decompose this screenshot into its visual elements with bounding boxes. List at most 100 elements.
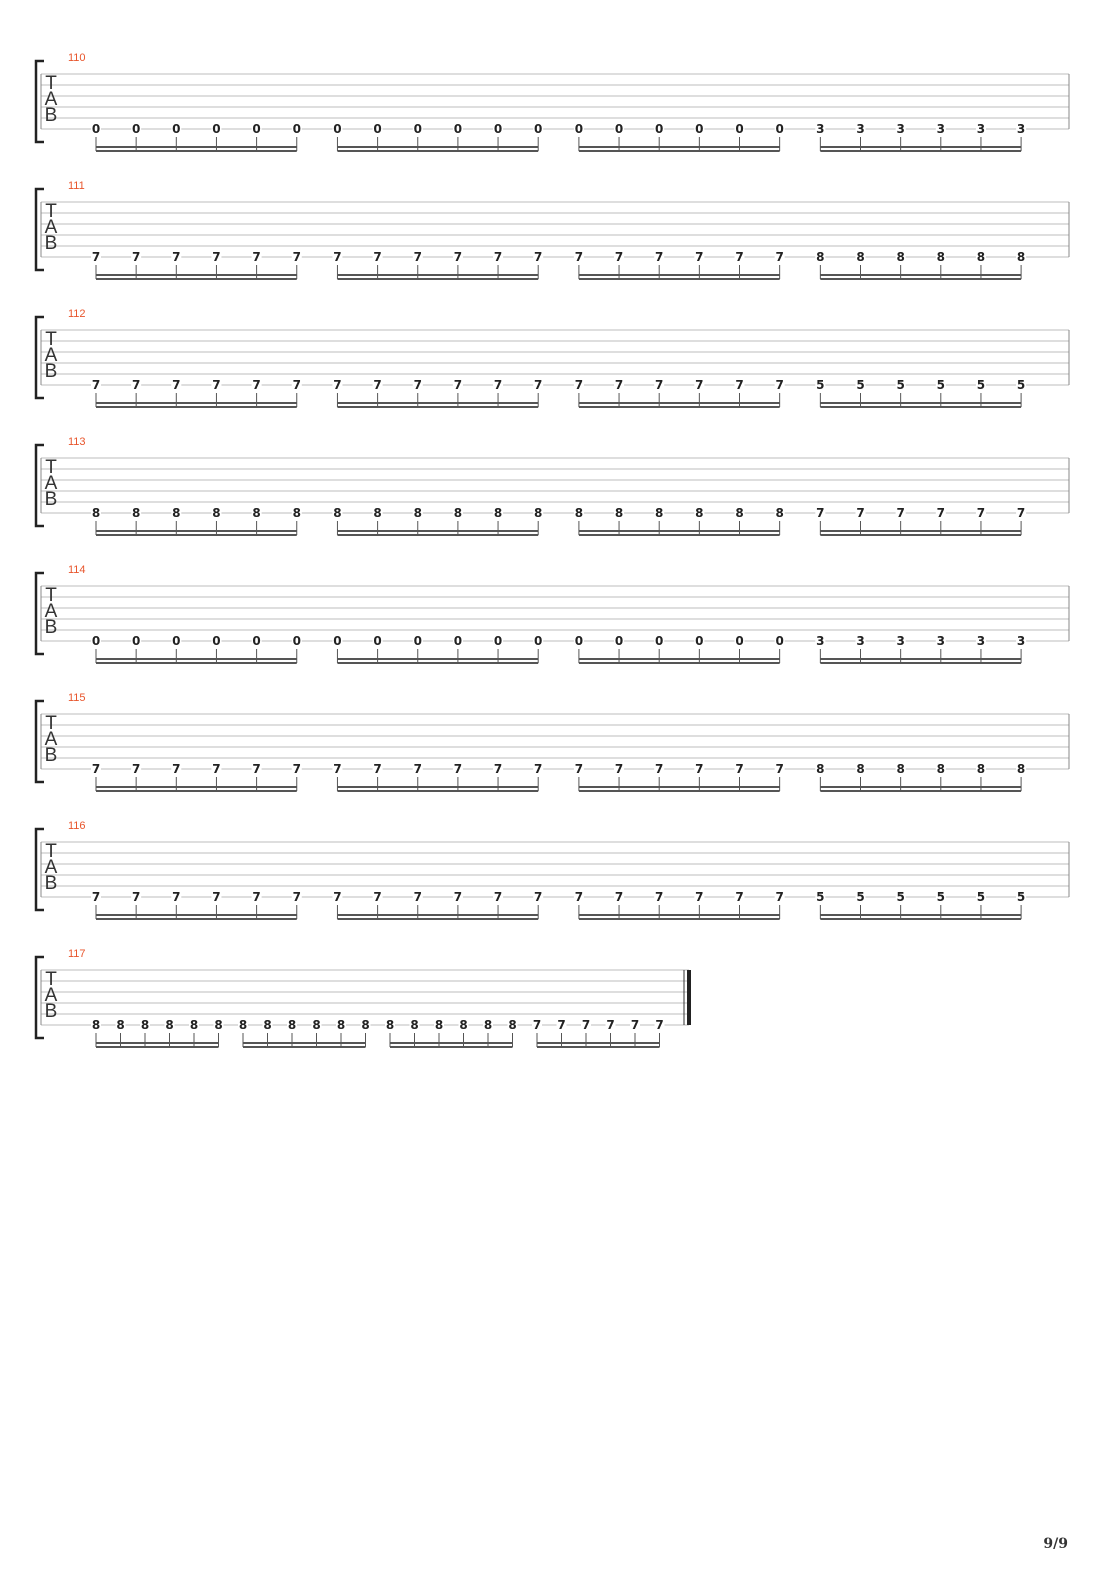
fret-backing: [694, 893, 705, 902]
fret-number: 0: [92, 634, 100, 648]
fret-number: 3: [1017, 634, 1025, 648]
fret-number: 0: [172, 122, 180, 136]
fret-number: 5: [1017, 890, 1025, 904]
fret-backing: [573, 381, 584, 390]
fret-number: 7: [655, 890, 663, 904]
fret-backing: [573, 253, 584, 262]
beam-secondary: [337, 278, 539, 280]
beam-secondary: [96, 278, 297, 280]
fret-number: 0: [775, 122, 783, 136]
fret-backing: [533, 765, 544, 774]
beam-primary: [820, 786, 1022, 788]
fret-number: 7: [252, 250, 260, 264]
beam-secondary: [820, 278, 1022, 280]
fret-number: 7: [735, 378, 743, 392]
fret-backing: [581, 1021, 591, 1030]
fret-backing: [855, 893, 866, 902]
fret-number: 7: [92, 378, 100, 392]
fret-number: 7: [896, 506, 904, 520]
beam-primary: [96, 146, 297, 148]
fret-backing: [131, 893, 142, 902]
beam-primary: [96, 274, 297, 276]
fret-backing: [287, 1021, 297, 1030]
fret-number: 7: [655, 762, 663, 776]
fret-backing: [131, 381, 142, 390]
tab-clef-b: B: [45, 105, 58, 126]
fret-backing: [311, 1021, 322, 1030]
beam-primary: [96, 658, 297, 660]
fret-number: 7: [373, 890, 381, 904]
fret-backing: [211, 637, 222, 646]
fret-backing: [493, 381, 504, 390]
tab-clef-b: B: [45, 233, 58, 254]
tab-clef-t: T: [45, 713, 57, 734]
fret-backing: [533, 509, 544, 518]
beam-secondary: [337, 790, 539, 792]
fret-number: 8: [575, 506, 583, 520]
fret-number: 7: [582, 1018, 590, 1032]
fret-number: 5: [1017, 378, 1025, 392]
fret-number: 7: [333, 250, 341, 264]
fret-backing: [91, 125, 101, 134]
fret-backing: [332, 253, 343, 262]
fret-backing: [1016, 125, 1027, 134]
beam-secondary: [337, 150, 539, 152]
beam-primary: [578, 402, 780, 404]
fret-backing: [291, 893, 302, 902]
beam-secondary: [820, 918, 1022, 920]
fret-backing: [91, 893, 101, 902]
tab-clef-t: T: [45, 73, 57, 94]
system-bracket: [34, 571, 44, 656]
beam-primary: [337, 914, 539, 916]
fret-number: 7: [494, 378, 502, 392]
fret-backing: [895, 253, 906, 262]
beam-secondary: [96, 406, 297, 408]
fret-number: 7: [212, 378, 220, 392]
fret-backing: [734, 125, 745, 134]
fret-number: 8: [816, 250, 824, 264]
beam-secondary: [820, 150, 1022, 152]
fret-backing: [1016, 381, 1027, 390]
measure-number: 110: [68, 52, 86, 64]
fret-backing: [774, 125, 785, 134]
fret-backing: [507, 1021, 518, 1030]
tab-clef-a: A: [45, 473, 58, 494]
fret-backing: [251, 637, 262, 646]
beam-primary: [820, 402, 1022, 404]
fret-number: 7: [655, 250, 663, 264]
fret-backing: [291, 509, 302, 518]
fret-number: 7: [695, 250, 703, 264]
fret-backing: [372, 381, 383, 390]
fret-backing: [654, 381, 665, 390]
fret-number: 7: [615, 250, 623, 264]
fret-number: 7: [172, 378, 180, 392]
fret-number: 8: [494, 506, 502, 520]
fret-number: 8: [252, 506, 260, 520]
fret-backing: [412, 509, 423, 518]
fret-number: 8: [92, 506, 100, 520]
fret-number: 0: [252, 634, 260, 648]
fret-backing: [975, 765, 986, 774]
fret-backing: [815, 253, 826, 262]
fret-number: 7: [414, 250, 422, 264]
fret-backing: [238, 1021, 248, 1030]
fret-backing: [211, 893, 222, 902]
fret-number: 0: [132, 122, 140, 136]
fret-backing: [211, 125, 222, 134]
fret-number: 7: [252, 890, 260, 904]
beam-primary: [243, 1042, 366, 1044]
fret-number: 8: [414, 506, 422, 520]
fret-backing: [164, 1021, 175, 1030]
fret-number: 8: [214, 1018, 222, 1032]
fret-backing: [605, 1021, 616, 1030]
measure-number: 117: [68, 948, 86, 960]
fret-backing: [573, 125, 584, 134]
fret-number: 8: [239, 1018, 247, 1032]
fret-number: 5: [816, 378, 824, 392]
fret-backing: [935, 125, 946, 134]
fret-number: 7: [494, 762, 502, 776]
beam-primary: [337, 658, 539, 660]
fret-number: 8: [775, 506, 783, 520]
